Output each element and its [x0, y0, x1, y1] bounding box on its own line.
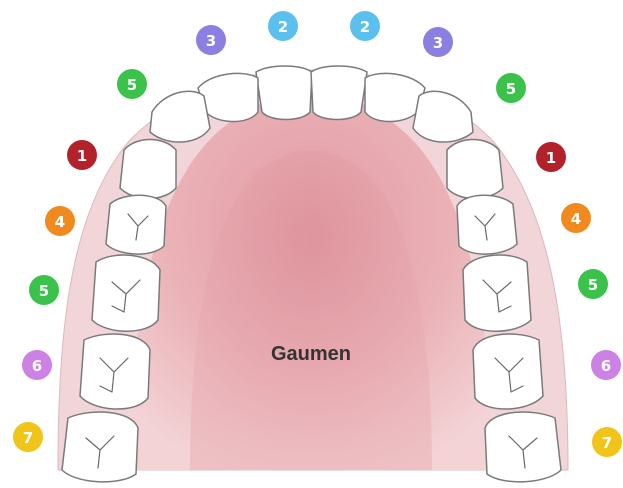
tooth-right-premolar-1	[447, 140, 503, 199]
badge-right-5a-number: 5	[506, 80, 516, 98]
badge-right-6-number: 6	[601, 357, 611, 375]
badge-right-1-number: 1	[546, 149, 556, 167]
tooth-left-canine	[150, 91, 210, 142]
badge-right-6: 6	[591, 350, 621, 380]
tooth-right-premolar-2	[457, 195, 517, 254]
badge-left-7-number: 7	[23, 429, 33, 447]
badge-right-3: 3	[423, 27, 453, 57]
badge-left-2: 2	[268, 11, 298, 41]
badge-left-7: 7	[13, 422, 43, 452]
tooth-left-premolar-2	[106, 195, 166, 254]
badge-left-3-number: 3	[206, 32, 216, 50]
badge-left-4: 4	[45, 206, 75, 236]
tooth-right-central-incisor	[311, 66, 367, 120]
badge-left-6-number: 6	[32, 357, 42, 375]
badge-left-5a: 5	[117, 69, 147, 99]
tooth-right-molar-3	[485, 412, 561, 482]
badge-right-3-number: 3	[433, 34, 443, 52]
badge-right-7-number: 7	[602, 434, 612, 452]
badge-left-4-number: 4	[55, 213, 65, 231]
badge-right-2-number: 2	[360, 18, 370, 36]
tooth-left-premolar-1	[120, 140, 176, 199]
tooth-left-molar-1	[92, 255, 160, 331]
badge-left-1: 1	[67, 140, 97, 170]
tooth-right-molar-1	[463, 255, 531, 331]
badge-left-5a-number: 5	[127, 76, 137, 94]
palate-label: Gaumen	[271, 343, 351, 365]
badge-right-1: 1	[536, 142, 566, 172]
badge-left-5b: 5	[29, 275, 59, 305]
badge-right-4-number: 4	[571, 210, 581, 228]
badge-right-4: 4	[561, 203, 591, 233]
badge-left-3: 3	[196, 25, 226, 55]
tooth-left-central-incisor	[256, 66, 312, 120]
badge-left-5b-number: 5	[39, 282, 49, 300]
badge-left-6: 6	[22, 350, 52, 380]
badge-right-5b: 5	[578, 269, 608, 299]
badge-right-5a: 5	[496, 73, 526, 103]
badge-left-1-number: 1	[77, 147, 87, 165]
badge-left-2-number: 2	[278, 18, 288, 36]
badge-right-5b-number: 5	[588, 276, 598, 294]
badge-right-2: 2	[350, 11, 380, 41]
tooth-right-canine	[413, 91, 473, 142]
badge-right-7: 7	[592, 427, 622, 457]
tooth-left-molar-3	[62, 412, 138, 482]
